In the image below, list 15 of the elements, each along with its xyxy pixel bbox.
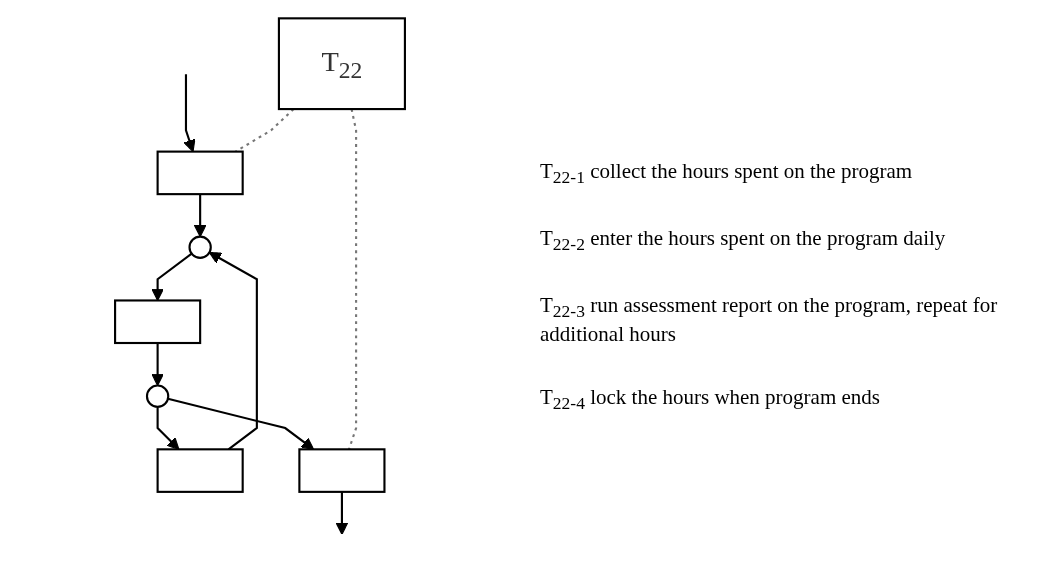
node-bar [156,447,244,493]
node-bar [156,150,244,195]
node-circle [145,383,170,408]
arrow [183,73,196,152]
transition-description: T$_{22-4}$ lock the hours when program ends [540,385,881,415]
transition-description: T$_{22-2}$ enter the hours spent on the program daily [540,225,947,255]
node-bar [298,447,386,493]
node-box: T$_{22}$ [277,16,406,110]
arrow [335,491,349,535]
transition-description: T$_{22-3}$ run assessment report on the program, repeat for additional hours [540,293,999,348]
transition-description: T$_{22-1}$ collect the hours spent on the program [540,158,914,188]
arrow [151,342,164,386]
node-circle [188,235,212,259]
arrow [193,193,207,237]
node-bar [114,298,202,344]
